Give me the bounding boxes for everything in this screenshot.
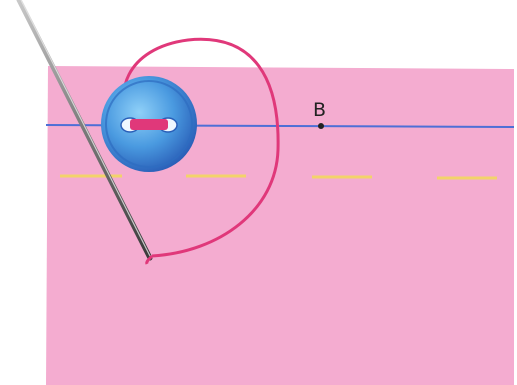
needle: [16, 0, 153, 261]
thread-loop: [122, 37, 280, 258]
button-stitch: [130, 119, 168, 130]
thread-tail: [145, 254, 154, 265]
point-b-label: B: [313, 99, 326, 121]
button: [101, 76, 197, 172]
dashed-line: [60, 174, 497, 180]
point-b-dot: [318, 123, 324, 129]
